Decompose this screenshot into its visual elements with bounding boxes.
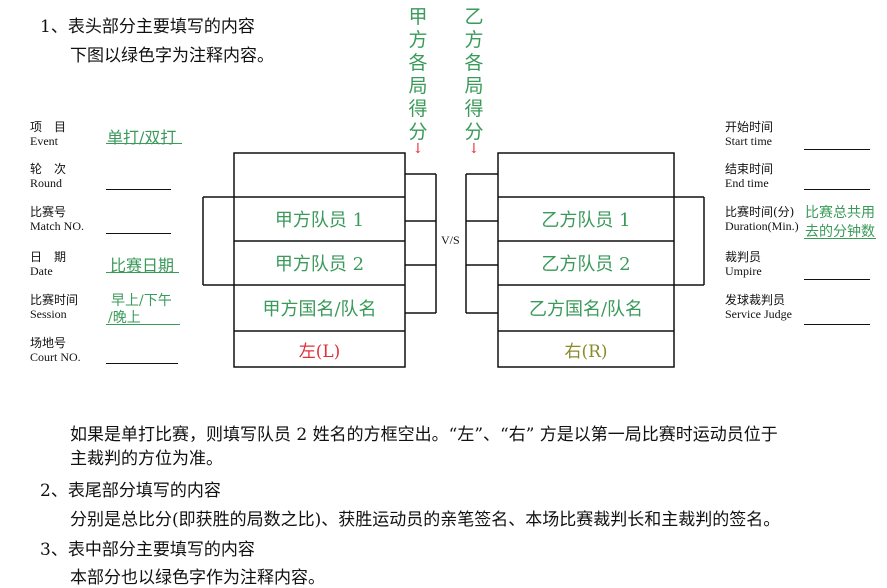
- b-player2-cell: 乙方队员 2: [541, 254, 631, 275]
- field-label-cn: 裁判员: [725, 250, 762, 264]
- session-underline: [106, 324, 180, 325]
- section2-title: 2、表尾部分填写的内容: [40, 481, 221, 501]
- match-no-underline: [106, 233, 171, 234]
- duration-value-line1: 比赛总共用: [805, 205, 875, 221]
- a-scores-arrow-icon: ↓: [412, 141, 424, 157]
- a-scores-label: 甲方各局得分: [408, 6, 428, 143]
- b-scores-arrow-icon: ↓: [468, 141, 480, 157]
- end-time-underline: [804, 189, 870, 190]
- field-label-cn: 比赛号: [30, 205, 67, 219]
- session-value-line2: /晚上: [108, 310, 141, 326]
- court-no-underline: [106, 363, 178, 364]
- right-side-cell: 右(R): [564, 341, 608, 362]
- field-label-en: Service Judge: [725, 307, 792, 321]
- field-label-cn: 开始时间: [725, 120, 774, 134]
- duration-value-line2: 去的分钟数: [805, 224, 875, 240]
- section1-title: 1、表头部分主要填写的内容: [40, 17, 255, 37]
- field-label-en: Umpire: [725, 264, 762, 278]
- b-player1-cell: 乙方队员 1: [541, 210, 631, 231]
- session-value-line1: 早上/下午: [111, 293, 172, 309]
- date-value: 比赛日期: [110, 256, 175, 275]
- field-label-en: Court NO.: [30, 350, 81, 364]
- round-underline: [106, 189, 171, 190]
- field-label-en: Start time: [725, 134, 772, 148]
- section2-body: 分别是总比分(即获胜的局数之比)、获胜运动员的亲笔签名、本场比赛裁判长和主裁判的…: [70, 510, 781, 530]
- field-label-cn: 发球裁判员: [725, 293, 786, 307]
- a-player1-cell: 甲方队员 1: [274, 210, 365, 231]
- duration-underline: [804, 238, 876, 239]
- field-label-en: Date: [30, 264, 53, 278]
- start-time-underline: [804, 149, 870, 150]
- a-player2-cell: 甲方队员 2: [274, 254, 365, 275]
- field-label-cn: 结束时间: [725, 162, 774, 176]
- vs-label: V/S: [441, 233, 460, 247]
- field-label-en: Round: [30, 176, 63, 190]
- field-label-cn: 比赛时间: [30, 293, 79, 307]
- section1-note: 下图以绿色字为注释内容。: [70, 46, 274, 66]
- event-underline: [106, 143, 182, 144]
- service-judge-underline: [804, 324, 870, 325]
- field-label-cn: 日 期: [30, 250, 67, 264]
- event-value: 单打/双打: [107, 128, 177, 147]
- date-underline: [106, 272, 179, 273]
- field-label-cn: 场地号: [30, 336, 67, 350]
- field-label-en: Event: [30, 134, 58, 148]
- field-label-cn: 项 目: [30, 120, 67, 134]
- field-label-en: Duration(Min.): [725, 219, 799, 233]
- a-team-cell: 甲方国名/队名: [262, 299, 377, 320]
- field-label-cn: 轮 次: [30, 162, 67, 176]
- field-label-en: End time: [725, 176, 769, 190]
- para1-line1: 如果是单打比赛，则填写队员 2 姓名的方框空出。“左”、“右” 方是以第一局比赛…: [70, 425, 778, 445]
- section3-body: 本部分也以绿色字作为注释内容。: [70, 568, 325, 588]
- section3-title: 3、表中部分主要填写的内容: [40, 540, 255, 560]
- left-side-cell: 左(L): [298, 341, 341, 362]
- field-label-en: Session: [30, 307, 67, 321]
- field-label-en: Match NO.: [30, 219, 84, 233]
- para1-line2: 主裁判的方位为准。: [70, 449, 223, 469]
- field-label-cn: 比赛时间(分): [725, 205, 795, 219]
- umpire-underline: [804, 279, 870, 280]
- b-team-cell: 乙方国名/队名: [528, 299, 644, 320]
- b-scores-label: 乙方各局得分: [464, 6, 484, 143]
